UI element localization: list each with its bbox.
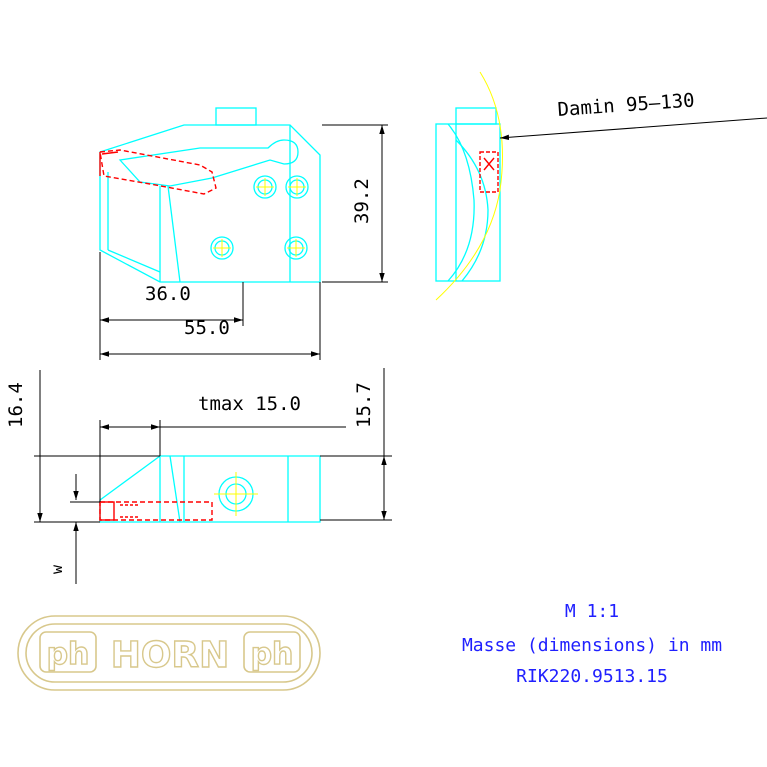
screw-hole-4	[284, 236, 308, 260]
cutting-insert-side	[479, 151, 499, 193]
logo-brand-text: HORN	[111, 635, 230, 676]
side-body-outline	[435, 123, 501, 282]
dimension-lines	[34, 117, 767, 584]
plan-view	[99, 455, 321, 523]
side-top-tab	[455, 107, 497, 125]
note-scale: M 1:1	[565, 601, 619, 622]
front-centerlines	[213, 178, 306, 257]
side-view	[435, 107, 501, 282]
cutting-insert-front	[99, 149, 217, 195]
dim-w: w	[48, 564, 66, 574]
dim-length-36: 36.0	[145, 283, 191, 305]
dim-height-39-2: 39.2	[351, 178, 373, 224]
horn-logo: ph HORN ph	[17, 615, 321, 691]
cutting-insert-plan	[99, 501, 213, 521]
screw-hole-2	[285, 175, 309, 199]
side-centerline-arc	[435, 71, 503, 301]
top-tab	[215, 107, 257, 126]
logo-mark-left	[39, 631, 97, 673]
dim-damin: Damin 95–130	[557, 89, 695, 121]
dim-length-55: 55.0	[184, 317, 230, 339]
holder-body-outline	[99, 124, 321, 283]
screw-hole-3	[210, 236, 234, 260]
clamp-slot	[118, 139, 299, 187]
dim-tmax: tmax 15.0	[198, 393, 301, 415]
dim-height-16-4: 16.4	[5, 382, 27, 428]
plan-centerlines	[214, 472, 258, 516]
plan-body-outline	[99, 455, 321, 523]
front-view	[99, 107, 321, 283]
note-units: Masse (dimensions) in mm	[462, 635, 722, 656]
note-part-number: RIK220.9513.15	[516, 666, 668, 687]
dim-height-15-7: 15.7	[353, 382, 375, 428]
screw-hole-1	[253, 175, 277, 199]
logo-mark-right-text: ph	[251, 637, 294, 672]
logo-mark-right	[243, 631, 301, 673]
logo-mark-left-text: ph	[47, 637, 90, 672]
